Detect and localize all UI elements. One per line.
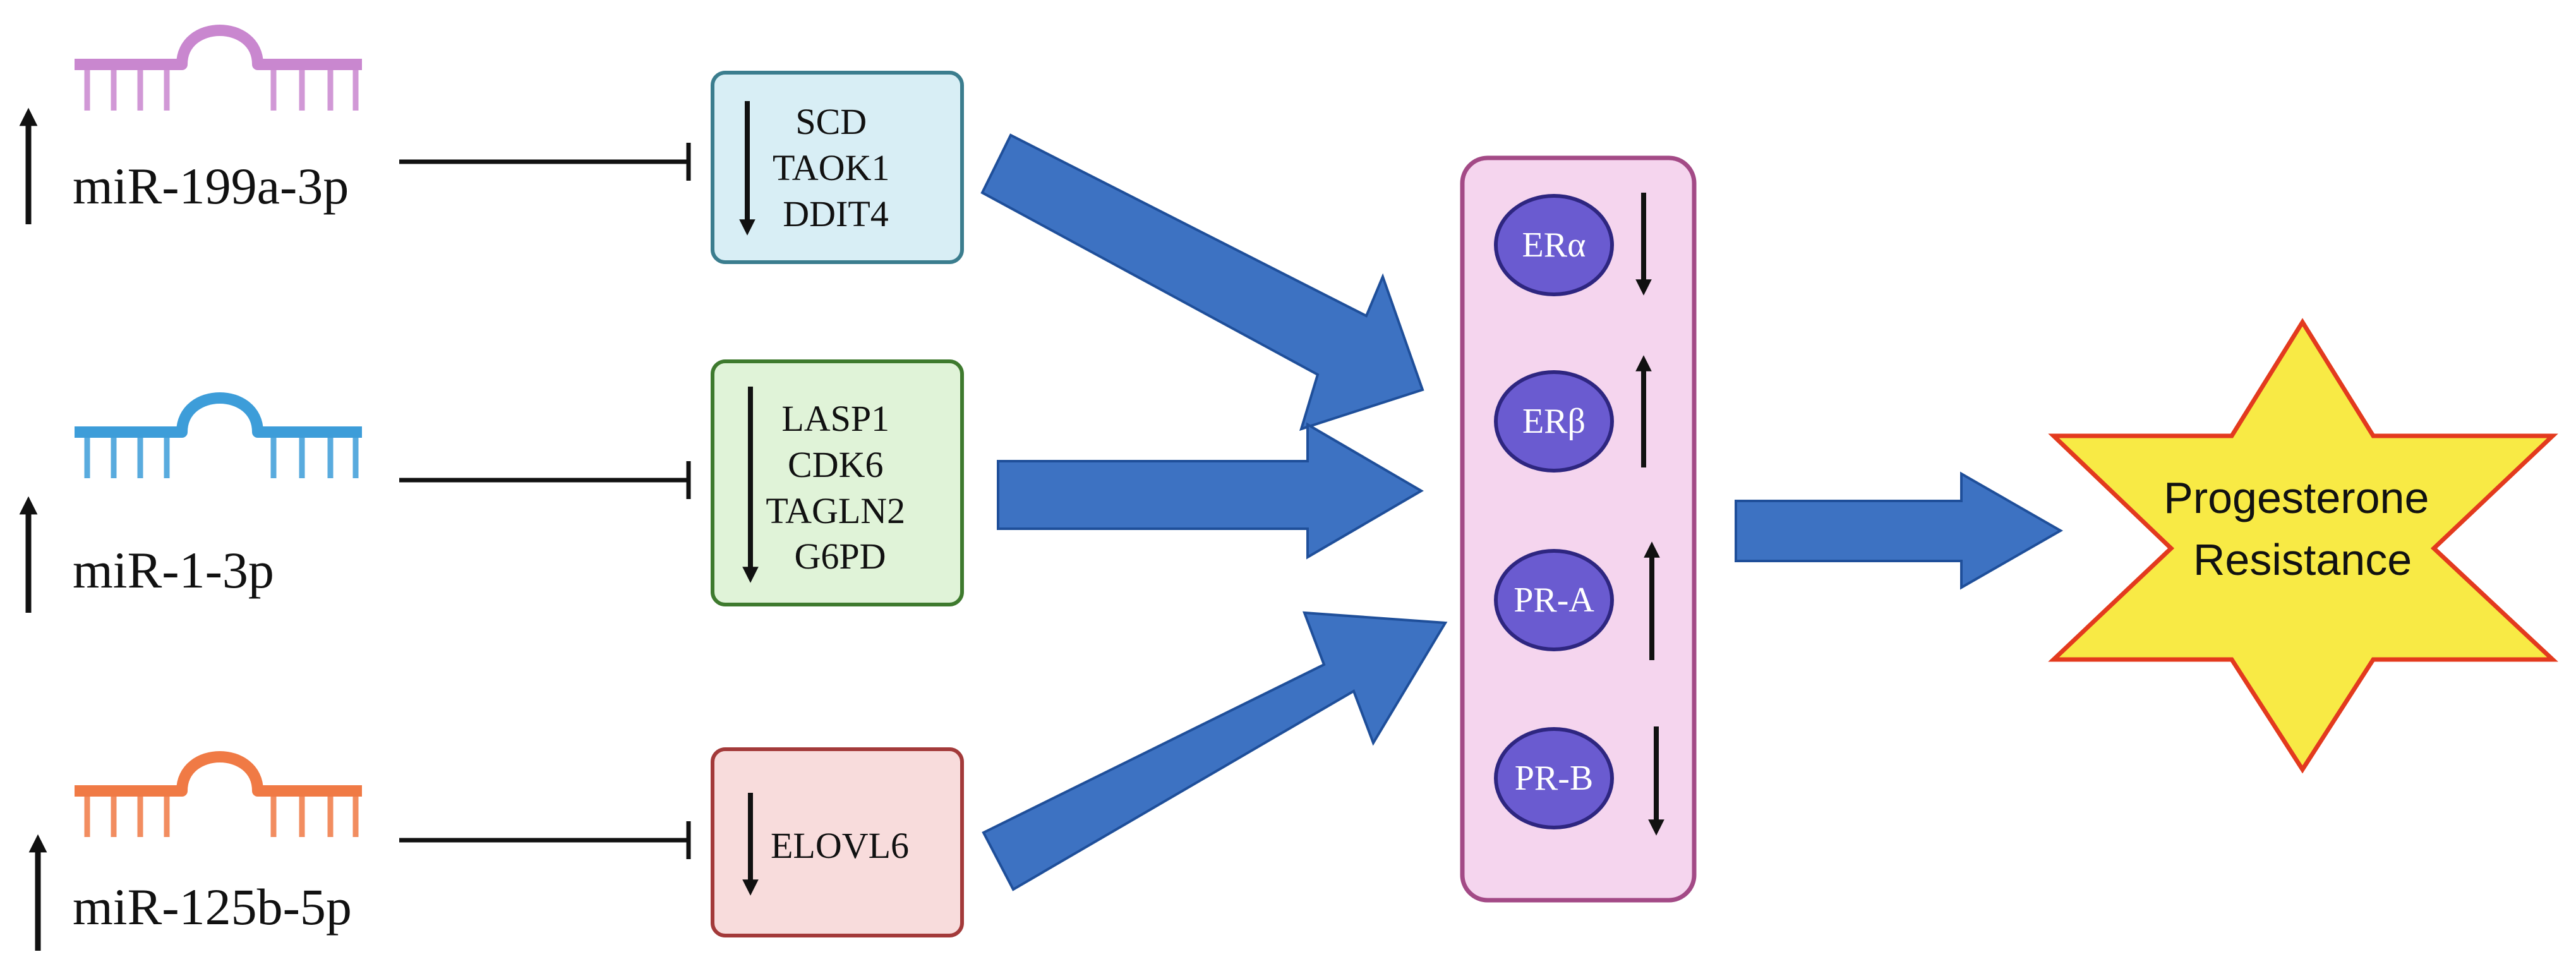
gene-label: DDIT4 xyxy=(783,193,889,234)
receptor-pra: PR-A xyxy=(1494,541,1660,660)
receptor-label: PR-B xyxy=(1515,759,1594,798)
receptor-circle xyxy=(1494,549,1614,651)
mirna-row-2: miR-1-3p xyxy=(19,392,691,613)
star-icon xyxy=(2048,318,2558,774)
gene-label: SCD xyxy=(795,101,867,142)
svg-text:Progesterone Resistance: Progesterone Resistance xyxy=(2164,473,2441,584)
receptor-erb: ERβ xyxy=(1494,355,1652,473)
receptor-circle xyxy=(1494,370,1614,473)
receptor-panel-frame xyxy=(1460,155,1697,903)
receptor-circle xyxy=(1494,194,1614,296)
target-box-frame xyxy=(711,71,964,264)
gene-label: ELOVL6 xyxy=(771,825,909,866)
outcome-label: Resistance xyxy=(2193,535,2412,584)
flow-arrow xyxy=(1735,471,2064,590)
target-box-3: ELOVL6 xyxy=(711,747,964,937)
gene-label: G6PD xyxy=(794,536,886,577)
target-box-frame xyxy=(711,747,964,937)
receptor-label: ERα xyxy=(1522,226,1586,265)
outcome-label: Progesterone xyxy=(2164,473,2429,522)
gene-label: TAOK1 xyxy=(773,147,889,188)
gene-label: LASP1 xyxy=(781,398,889,439)
mirna-hairpin-icon xyxy=(75,392,362,478)
svg-text:LASP1 CDK6 TAGLN2: LASP1 CDK6 TAGLN2 G6PD xyxy=(766,398,914,577)
mirna-row-3: miR-125b-5p xyxy=(28,751,691,951)
target-box-2: LASP1 CDK6 TAGLN2 G6PD xyxy=(711,359,964,606)
receptor-panel: ERα ERβ PR-A PR-B xyxy=(1460,155,1697,903)
mirna-row-1: miR-199a-3p xyxy=(19,25,691,224)
mirna-label: miR-199a-3p xyxy=(73,157,349,215)
receptor-label: ERβ xyxy=(1522,402,1586,441)
receptor-label: PR-A xyxy=(1514,581,1594,620)
flow-arrow xyxy=(982,611,1448,891)
receptor-circle xyxy=(1494,727,1614,829)
mirna-hairpin-icon xyxy=(75,25,362,111)
target-box-1: SCD TAOK1 DDIT4 xyxy=(711,71,964,264)
mirna-label: miR-1-3p xyxy=(73,541,274,599)
receptor-prb: PR-B xyxy=(1494,726,1664,836)
target-box-frame xyxy=(711,359,964,606)
gene-label: CDK6 xyxy=(788,444,883,485)
mirna-label: miR-125b-5p xyxy=(73,878,352,936)
mirna-hairpin-icon xyxy=(75,751,362,837)
receptor-era: ERα xyxy=(1494,193,1652,296)
flow-arrow xyxy=(997,422,1424,560)
flow-arrow xyxy=(980,133,1424,431)
svg-text:SCD TAOK1 DDIT4: SCD TAOK1 DDIT4 xyxy=(773,101,899,234)
flow-arrows xyxy=(980,133,2064,891)
outcome-star: Progesterone Resistance xyxy=(2048,318,2558,774)
gene-label: TAGLN2 xyxy=(766,490,905,531)
